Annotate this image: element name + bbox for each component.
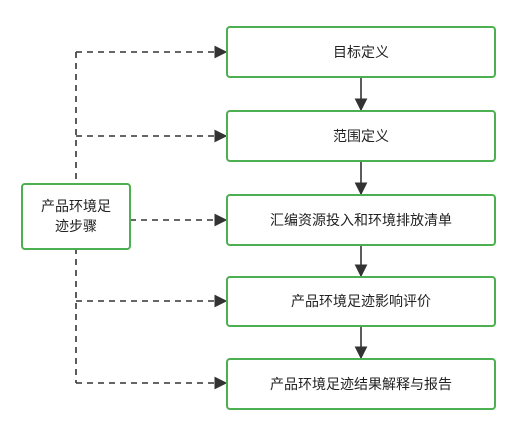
step-node-2-label: 范围定义	[333, 128, 389, 145]
step-node-2: 范围定义	[226, 110, 496, 162]
step-node-3: 汇编资源投入和环境排放清单	[226, 194, 496, 246]
step-node-4: 产品环境足迹影响评价	[226, 276, 496, 327]
step-node-5: 产品环境足迹结果解释与报告	[226, 358, 496, 410]
source-node-line-2: 迹步骤	[55, 219, 97, 235]
source-node-line-1: 产品环境足	[41, 199, 111, 215]
step-node-1-label: 目标定义	[333, 45, 389, 61]
step-node-5-label: 产品环境足迹结果解释与报告	[270, 377, 452, 393]
step-node-1: 目标定义	[226, 26, 496, 78]
step-node-4-label: 产品环境足迹影响评价	[291, 294, 431, 310]
source-node: 产品环境足 迹步骤	[21, 183, 131, 250]
step-node-3-label: 汇编资源投入和环境排放清单	[270, 213, 452, 229]
